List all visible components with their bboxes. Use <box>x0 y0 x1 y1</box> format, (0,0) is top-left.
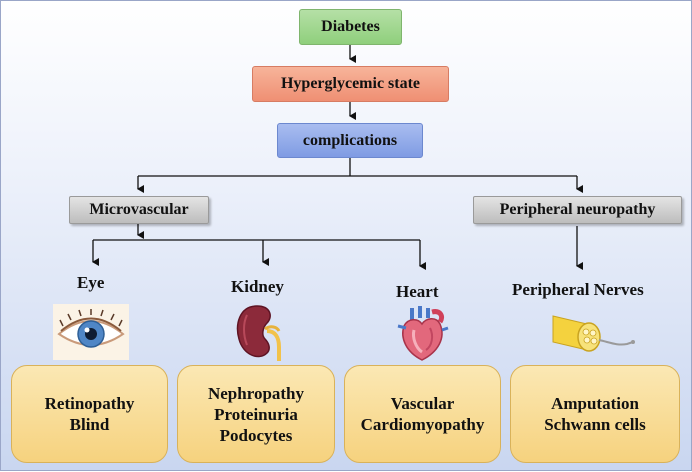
card-eye-line-1: Retinopathy <box>44 394 135 413</box>
card-kidney-line-3: Podocytes <box>219 425 293 445</box>
label-heart: Heart <box>396 282 439 301</box>
eye-icon <box>53 304 129 360</box>
label-eye: Eye <box>77 273 105 292</box>
card-heart-line-1: Vascular <box>390 394 455 413</box>
card-nerve-line-2: Schwann cells <box>544 415 646 434</box>
card-heart-line-2: Cardiomyopathy <box>360 415 485 434</box>
card-kidney-line-1: Nephropathy <box>207 383 305 403</box>
heart-icon <box>397 306 449 361</box>
card-nerve-line-1: Amputation <box>551 394 639 413</box>
card-heart-complications: Vascular Cardiomyopathy <box>344 365 501 463</box>
card-eye-complications: Retinopathy Blind <box>11 365 168 463</box>
card-kidney-complications: Nephropathy Proteinuria Podocytes <box>177 365 335 463</box>
kidney-icon <box>236 305 281 361</box>
node-microvascular: Microvascular <box>69 196 209 224</box>
card-kidney-line-2: Proteinuria <box>214 404 298 424</box>
label-peripheral-nerves: Peripheral Nerves <box>512 280 644 299</box>
nerve-icon <box>552 315 635 352</box>
label-kidney: Kidney <box>231 277 284 296</box>
card-eye-line-2: Blind <box>69 415 110 434</box>
node-peripheral-neuropathy: Peripheral neuropathy <box>473 196 682 224</box>
node-hyperglycemic-state: Hyperglycemic state <box>252 66 449 102</box>
card-nerve-complications: Amputation Schwann cells <box>510 365 680 463</box>
node-complications: complications <box>277 123 423 158</box>
node-diabetes: Diabetes <box>299 9 402 45</box>
